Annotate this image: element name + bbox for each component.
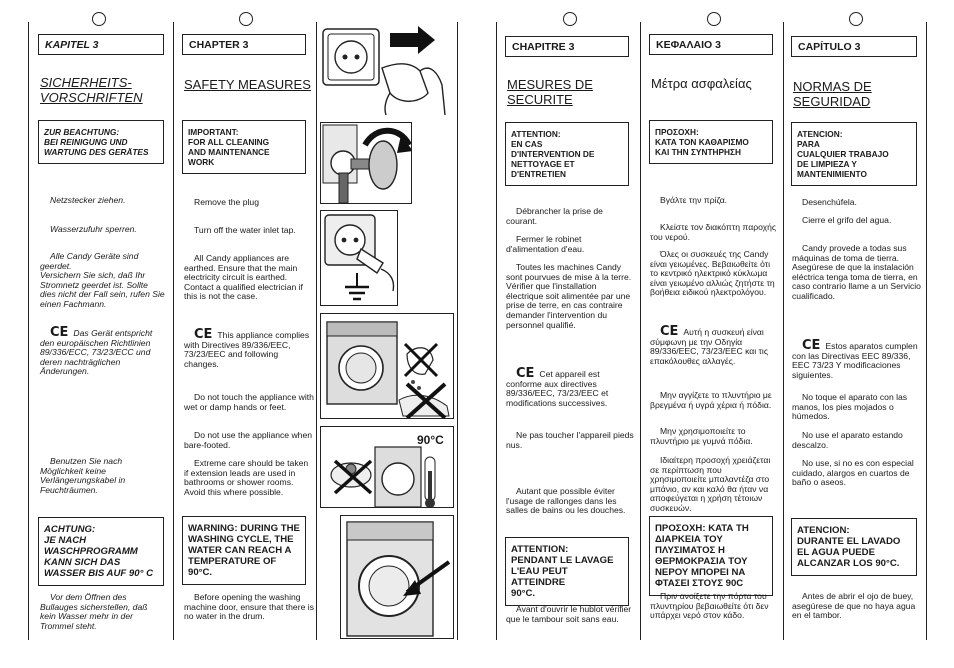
illustration-remove-plug (320, 23, 450, 115)
plug-pull-icon (322, 26, 446, 115)
section-title: SICHERHEITS- VORSCHRIFTEN (40, 75, 143, 105)
instruction-paragraph: Cierre el grifo del agua. (802, 215, 892, 225)
important-notice: ATTENTION: EN CAS D'INTERVENTION DE NETT… (505, 122, 629, 186)
important-notice: ATENCION: PARA CUALQUIER TRABAJO DE LIMP… (791, 122, 917, 186)
column-divider (457, 22, 458, 640)
instruction-paragraph: Fermer le robinet d'alimentation d'eau. (506, 234, 585, 254)
warning-notice: ATENCION: DURANTE EL LAVADO EL AGUA PUED… (791, 518, 917, 576)
important-notice: ZUR BEACHTUNG: BEI REINIGUNG UND WARTUNG… (38, 120, 164, 164)
instruction-paragraph: Do not use the appliance when bare-foote… (184, 430, 313, 450)
instruction-paragraph: Benutzen Sie nach Möglichkeit keine Verl… (40, 456, 126, 495)
ce-mark-icon: CE (660, 324, 679, 339)
instruction-paragraph: Extreme care should be taken if extensio… (184, 458, 309, 497)
illustration-hot-water: 90°C (320, 426, 454, 508)
column-divider (926, 22, 927, 640)
ce-mark-icon: CE (802, 338, 821, 353)
illustration-no-wet-hands (320, 313, 454, 419)
column-divider (640, 22, 641, 640)
instruction-paragraph: Ιδιαίτερη προσοχή χρειάζεται σε περίπτωσ… (650, 455, 771, 513)
warning-notice: ATTENTION: PENDANT LE LAVAGE L'EAU PEUT … (505, 537, 629, 606)
instruction-paragraph: Vor dem Öffnen des Bullauges sicherstell… (40, 592, 148, 631)
instruction-paragraph: No use el aparato estando descalzo. (792, 430, 903, 450)
instruction-paragraph: Βγάλτε την πρίζα. (660, 195, 728, 205)
instruction-paragraph: Turn off the water inlet tap. (194, 225, 296, 235)
illustration-drum-door (340, 515, 454, 639)
column-divider (173, 22, 174, 640)
instruction-paragraph: Μην αγγίζετε το πλυντήριο με βρεγμένα ή … (650, 390, 772, 410)
warning-notice: ΠΡΟΣΟΧΗ: ΚΑΤΑ ΤΗ ΔΙΑΡΚΕΙΑ ΤΟΥ ΠΛΥΣΙΜΑΤΟΣ… (649, 516, 773, 596)
page-marker-circle (239, 12, 253, 26)
instruction-paragraph: Toutes les machines Candy sont pourvues … (506, 262, 632, 330)
instruction-paragraph: Candy provede a todas sus máquinas de to… (792, 243, 921, 301)
chapter-heading: ΚΕΦΑΛΑΙΟ 3 (649, 34, 773, 55)
water-tap-icon (322, 124, 411, 203)
important-notice: ΠΡΟΣΟΧΗ: ΚΑΤΑ ΤΟΝ ΚΑΘΑΡΙΣΜΟ ΚΑΙ ΤΗΝ ΣΥΝΤ… (649, 120, 773, 164)
section-title: SAFETY MEASURES (184, 77, 311, 92)
instruction-paragraph: No use, si no es con especial cuidado, a… (792, 458, 914, 488)
page-marker-circle (92, 12, 106, 26)
instruction-paragraph: No toque el aparato con las manos, los p… (792, 392, 908, 422)
section-title: Μέτρα ασφαλείας (651, 76, 752, 91)
warning-notice: ACHTUNG: JE NACH WASCHPROGRAMM KANN SICH… (38, 517, 164, 586)
column-divider (496, 22, 497, 640)
instruction-paragraph: Débrancher la prise de courant. (506, 206, 603, 226)
instruction-paragraph: Autant que possible éviter l'usage de ra… (506, 486, 626, 516)
instruction-paragraph: Antes de abrir el ojo de buey, asegúrese… (792, 591, 916, 621)
instruction-paragraph: Όλες οι συσκευές της Candy είναι γειωμέν… (650, 249, 775, 298)
warning-notice: WARNING: DURING THE WASHING CYCLE, THE W… (182, 516, 306, 585)
instruction-paragraph: All Candy appliances are earthed. Ensure… (184, 253, 303, 302)
chapter-heading: KAPITEL 3 (38, 34, 164, 55)
earthed-socket-icon (324, 214, 395, 301)
washing-machine-door-icon (346, 521, 451, 637)
instruction-paragraph: Remove the plug (194, 197, 259, 207)
instruction-paragraph: Before opening the washing machine door,… (184, 592, 314, 622)
instruction-paragraph: Wasserzufuhr sperren. (50, 224, 137, 234)
instruction-paragraph: Κλείστε τον διακόπτη παροχής του νερού. (650, 222, 777, 242)
instruction-paragraph: Alle Candy Geräte sind geerdet. Versiche… (40, 251, 165, 309)
instruction-paragraph: Desenchúfela. (802, 197, 857, 207)
washing-machine-wet-hands-icon (326, 321, 450, 418)
instruction-paragraph: Μην χρησιμοποιείτε το πλυντήριο με γυμνά… (650, 426, 753, 446)
instruction-paragraph: Avant d'ouvrir le hublot vérifier que le… (506, 604, 632, 624)
chapter-heading: CHAPTER 3 (182, 34, 306, 55)
chapter-heading: CAPÍTULO 3 (791, 36, 917, 57)
instruction-paragraph: Netzstecker ziehen. (50, 195, 126, 205)
instruction-paragraph: Do not touch the appliance with wet or d… (184, 392, 314, 412)
thermometer-icon (330, 446, 436, 507)
temperature-label: 90°C (417, 433, 444, 447)
column-divider (783, 22, 784, 640)
column-divider (28, 22, 29, 640)
page-marker-circle (707, 12, 721, 26)
section-title: NORMAS DE SEGURIDAD (793, 79, 872, 109)
important-notice: IMPORTANT: FOR ALL CLEANING AND MAINTENA… (182, 120, 306, 174)
ce-mark-icon: CE (194, 327, 213, 342)
ce-mark-icon: CE (516, 366, 535, 381)
illustration-water-tap (320, 122, 412, 204)
chapter-heading: CHAPITRE 3 (505, 36, 629, 57)
page-marker-circle (849, 12, 863, 26)
instruction-paragraph: Πριν ανοίξετε την πόρτα του πλυντηρίου β… (650, 591, 769, 621)
section-title: MESURES DE SECURITE (507, 77, 593, 107)
column-divider (316, 22, 317, 640)
page-marker-circle (563, 12, 577, 26)
instruction-paragraph: Ne pas toucher l'appareil pieds nus. (506, 430, 634, 450)
illustration-earthed-socket (320, 210, 398, 306)
ce-mark-icon: CE (50, 325, 69, 340)
